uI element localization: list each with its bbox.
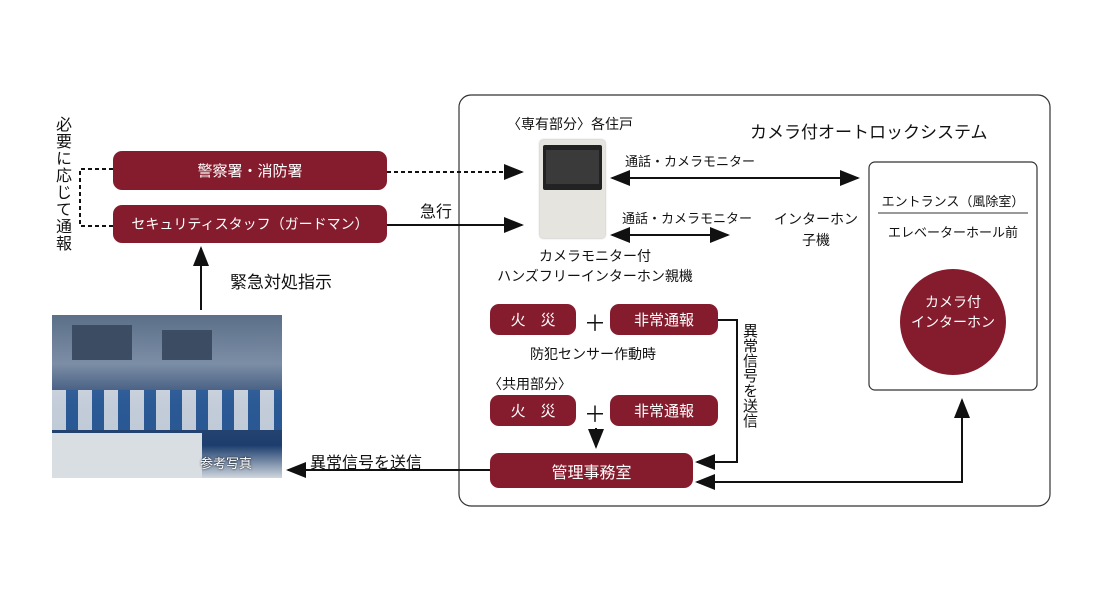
security-staff-box: セキュリティスタッフ（ガードマン） (113, 205, 387, 243)
office-to-intercom-arrow (695, 398, 970, 490)
intercom-master-unit-image (540, 140, 605, 238)
emergency-instruction-label: 緊急対処指示 (230, 273, 332, 293)
crime-sensor-label: 防犯センサー作動時 (530, 347, 656, 363)
send-signal-vertical-label: 異常信号を送信 (741, 323, 759, 428)
call-monitor-label-1: 通話・カメラモニター (625, 155, 756, 170)
sub-unit-label-1: インターホン (774, 212, 858, 228)
system-title: カメラ付オートロックシステム (750, 123, 988, 143)
notify-bracket (79, 168, 113, 227)
sub-unit-label-2: 子機 (802, 233, 830, 249)
fire-box-common: 火 災 (490, 395, 576, 426)
common-area-header: 〈共用部分〉 (488, 377, 572, 393)
camera-intercom-label-2: インターホン (911, 315, 995, 331)
notify-as-needed-label: 必要に応じて通報 (53, 116, 72, 252)
private-area-header: 〈専有部分〉各住戸 (507, 117, 633, 133)
signal-to-office-arrow (695, 319, 738, 470)
plus-sign-1: ＋ (584, 312, 607, 337)
police-fire-box: 警察署・消防署 (113, 151, 387, 190)
fire-box-private: 火 災 (490, 304, 576, 335)
entrance-label: エントランス（風除室） (881, 195, 1025, 210)
send-signal-label: 異常信号を送信 (310, 453, 423, 472)
plus-sign-2: ＋ (584, 403, 607, 428)
management-office-box: 管理事務室 (490, 453, 693, 488)
emergency-call-box-common: 非常通報 (610, 395, 718, 426)
device-caption-2: ハンズフリーインターホン親機 (497, 269, 693, 285)
call-monitor-label-2: 通話・カメラモニター (622, 212, 753, 227)
rush-label: 急行 (420, 202, 453, 221)
camera-intercom-label-1: カメラ付 (925, 295, 981, 311)
entrance-box (868, 161, 1038, 391)
device-caption-1: カメラモニター付 (539, 249, 651, 265)
elevator-hall-label: エレベーターホール前 (887, 226, 1018, 241)
photo-caption: 参考写真 (200, 457, 253, 472)
control-center-photo: 参考写真 (52, 315, 282, 478)
system-frame (458, 94, 1051, 507)
emergency-call-box-private: 非常通報 (610, 304, 718, 335)
camera-intercom-circle (900, 269, 1006, 375)
